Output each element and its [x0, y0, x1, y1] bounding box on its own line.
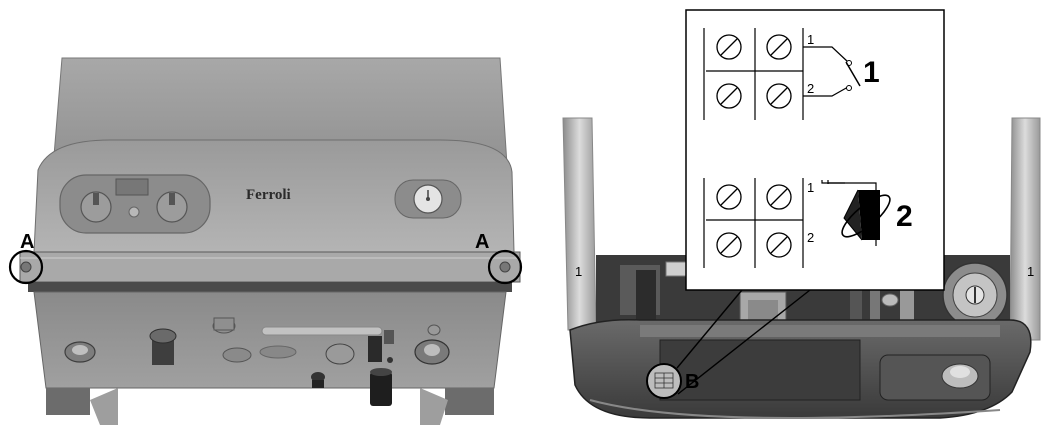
side-mark-left: 1: [575, 264, 582, 279]
screw-icon: [716, 34, 742, 60]
screw-icon: [766, 83, 792, 109]
switch-wire-upper: [803, 46, 849, 63]
brand-logo: Ferroli: [246, 187, 291, 203]
screw-icon: [716, 83, 742, 109]
lower-pin-2-label: 2: [807, 230, 814, 245]
terminal-block-lower: 1 2 2: [703, 178, 913, 268]
device-2-label: 2: [896, 200, 913, 233]
lower-pin-1-label: 1: [807, 180, 814, 195]
screw-icon: [766, 232, 792, 258]
fixing-point-a-left: A: [8, 231, 44, 285]
label-a-right: A: [475, 231, 489, 253]
pipe-connections: [64, 317, 450, 406]
front-rail: [19, 251, 521, 283]
fixing-point-a-right: A: [475, 231, 523, 285]
label-a-left: A: [20, 231, 34, 253]
screw-icon: [766, 184, 792, 210]
sensor-device-icon: [841, 189, 891, 246]
callout-line-right: [677, 289, 811, 395]
device-1-label: 1: [863, 56, 880, 89]
right-knob-icon: [156, 191, 188, 223]
screw-icon: [766, 34, 792, 60]
callout-line-left: [676, 289, 743, 369]
left-side-panel: [562, 117, 597, 331]
switch-contact-icon: [845, 61, 861, 87]
side-mark-right: 1: [1027, 264, 1034, 279]
switch-wire-lower: [803, 86, 849, 97]
screw-icon: [716, 232, 742, 258]
upper-pin-1-label: 1: [807, 32, 814, 47]
screw-icon: [716, 184, 742, 210]
terminal-zoom-panel: 1 2 1: [685, 9, 945, 291]
terminal-block-upper: 1 2 1: [703, 28, 880, 120]
right-side-panel: [1009, 117, 1041, 341]
upper-pin-2-label: 2: [807, 81, 814, 96]
left-knob-icon: [80, 191, 112, 223]
open-boiler-illustration: 1 1: [562, 117, 1041, 419]
boiler-illustration: Ferroli: [8, 57, 523, 425]
